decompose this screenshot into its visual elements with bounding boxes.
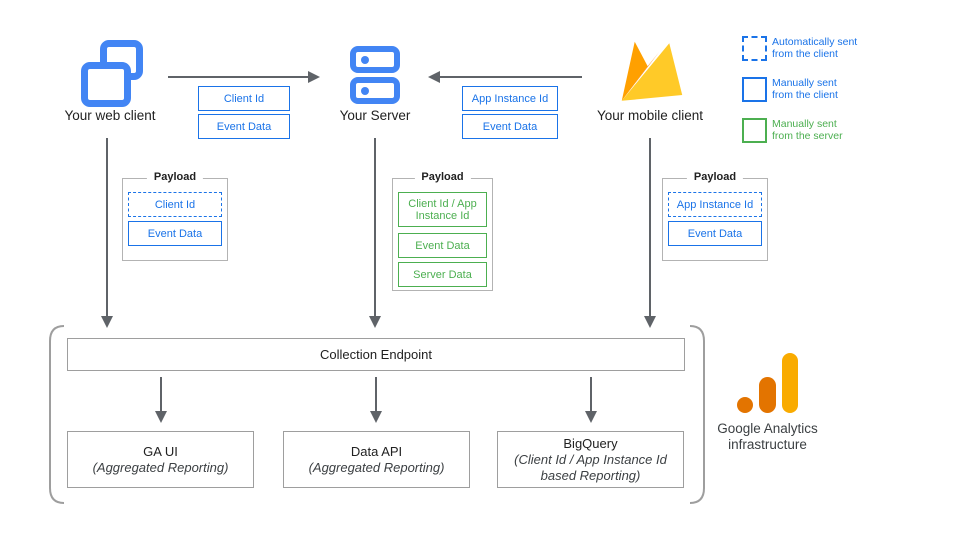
output-title: Data API xyxy=(350,443,403,459)
output-box-ga-ui: GA UI (Aggregated Reporting) xyxy=(67,431,254,488)
ga-caption-line: infrastructure xyxy=(728,437,807,452)
payload-item-server-data: Server Data xyxy=(398,262,487,287)
ga-caption-line: Google Analytics xyxy=(717,421,818,436)
payload-title: Payload xyxy=(146,171,204,183)
payload-title: Payload xyxy=(414,171,471,183)
output-title: BigQuery xyxy=(563,435,618,451)
payload-item-client-id: Client Id xyxy=(128,192,222,217)
server-icon-row xyxy=(350,46,400,73)
flow-chip-event-data: Event Data xyxy=(462,114,558,139)
output-subtitle: (Client Id / App Instance Id based Repor… xyxy=(514,451,667,483)
infrastructure-bracket xyxy=(49,325,705,504)
legend-swatch-manual-from-client xyxy=(742,77,767,102)
payload-group-web: Payload Client Id Event Data xyxy=(122,171,228,261)
payload-group-server: Payload Client Id / App Instance Id Even… xyxy=(392,171,493,291)
legend-line: Manually sent xyxy=(772,118,837,130)
legend-label-manual-from-server: Manually sent from the server xyxy=(772,118,843,142)
legend-label-auto-from-client: Automatically sent from the client xyxy=(772,36,858,60)
payload-item-event-data: Event Data xyxy=(128,221,222,246)
mobile-client-label: Your mobile client xyxy=(596,108,704,123)
legend-line: Manually sent xyxy=(772,77,837,89)
server-icon-row xyxy=(350,77,400,104)
payload-title: Payload xyxy=(686,171,744,183)
legend-swatch-auto-from-client xyxy=(742,36,767,61)
output-subtitle: (Aggregated Reporting) xyxy=(308,459,445,475)
payload-item-client-or-app-instance-id: Client Id / App Instance Id xyxy=(398,192,487,227)
web-client-label: Your web client xyxy=(64,108,156,123)
legend-line: from the server xyxy=(772,129,843,142)
server-led-dot xyxy=(361,55,369,64)
output-box-data-api: Data API (Aggregated Reporting) xyxy=(283,431,470,488)
flow-chip-client-id: Client Id xyxy=(198,86,290,111)
server-led-dot xyxy=(361,86,369,95)
legend-label-manual-from-client: Manually sent from the client xyxy=(772,77,838,101)
payload-item-event-data: Event Data xyxy=(398,233,487,258)
legend-swatch-manual-from-server xyxy=(742,118,767,143)
output-title: GA UI xyxy=(143,443,178,459)
legend-line: Automatically sent xyxy=(772,36,858,48)
legend-line: from the client xyxy=(772,47,838,60)
output-box-bigquery: BigQuery (Client Id / App Instance Id ba… xyxy=(497,431,684,488)
server-label: Your Server xyxy=(339,108,411,123)
web-client-icon-front-window xyxy=(81,62,131,107)
flow-chip-app-instance-id: App Instance Id xyxy=(462,86,558,111)
collection-endpoint-box: Collection Endpoint xyxy=(67,338,685,371)
ga-infrastructure-caption: Google Analytics infrastructure xyxy=(695,421,840,453)
payload-item-app-instance-id: App Instance Id xyxy=(668,192,762,217)
output-subtitle: (Aggregated Reporting) xyxy=(92,459,229,475)
legend-line: from the client xyxy=(772,88,838,101)
google-analytics-icon xyxy=(737,353,798,413)
payload-item-event-data: Event Data xyxy=(668,221,762,246)
flow-chip-event-data: Event Data xyxy=(198,114,290,139)
firebase-icon xyxy=(621,41,683,101)
payload-group-mobile: Payload App Instance Id Event Data xyxy=(662,171,768,261)
